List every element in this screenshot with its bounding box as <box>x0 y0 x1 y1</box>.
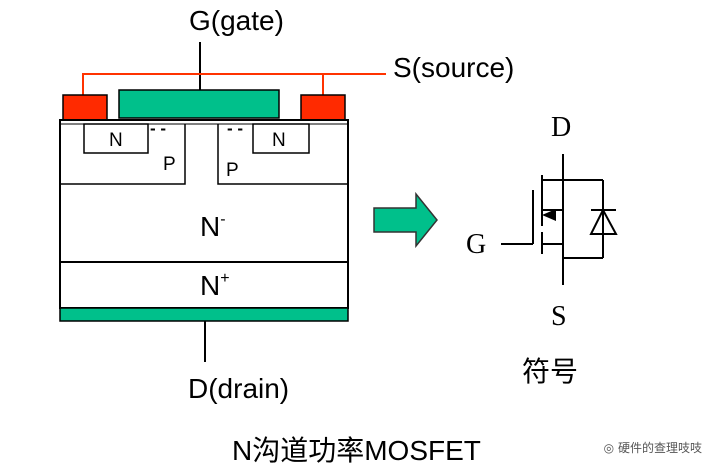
symbol-d-label: D <box>551 112 571 143</box>
figure-caption: N沟道功率MOSFET <box>232 435 481 466</box>
p-well-right <box>217 124 348 185</box>
symbol-g-label: G <box>466 229 486 260</box>
n-plus-substrate <box>59 261 349 309</box>
p-right-label: P <box>226 160 239 181</box>
drain-electrode <box>59 307 349 322</box>
drain-label: D(drain) <box>188 373 289 404</box>
channel-charge-right: - - <box>227 119 243 138</box>
n-left-label: N <box>109 130 123 151</box>
symbol-s-label: S <box>551 301 567 332</box>
gate-electrode <box>118 89 280 119</box>
source-wire <box>82 73 386 96</box>
gate-label: G(gate) <box>189 5 284 36</box>
n-plus-label: N+ <box>200 270 230 301</box>
n-source-right <box>252 123 310 154</box>
source-contact-left <box>62 94 108 121</box>
n-minus-label: N- <box>200 211 226 242</box>
channel-charge-left: - - <box>150 119 166 138</box>
source-contact-right <box>300 94 346 121</box>
channel-arrow-icon <box>542 209 556 221</box>
mosfet-symbol <box>501 154 616 285</box>
body-diode-icon <box>589 207 618 235</box>
symbol-caption: 符号 <box>522 356 578 387</box>
p-well-left <box>60 124 186 185</box>
n-right-label: N <box>272 130 286 151</box>
source-label: S(source) <box>393 52 514 83</box>
n-source-left <box>83 123 149 154</box>
arrow-icon <box>373 191 438 249</box>
watermark: ◎ 硬件的查理吱吱 <box>601 439 704 456</box>
p-left-label: P <box>163 154 176 175</box>
watermark-logo-icon: ◎ <box>603 441 615 455</box>
watermark-text: 硬件的查理吱吱 <box>617 441 702 455</box>
